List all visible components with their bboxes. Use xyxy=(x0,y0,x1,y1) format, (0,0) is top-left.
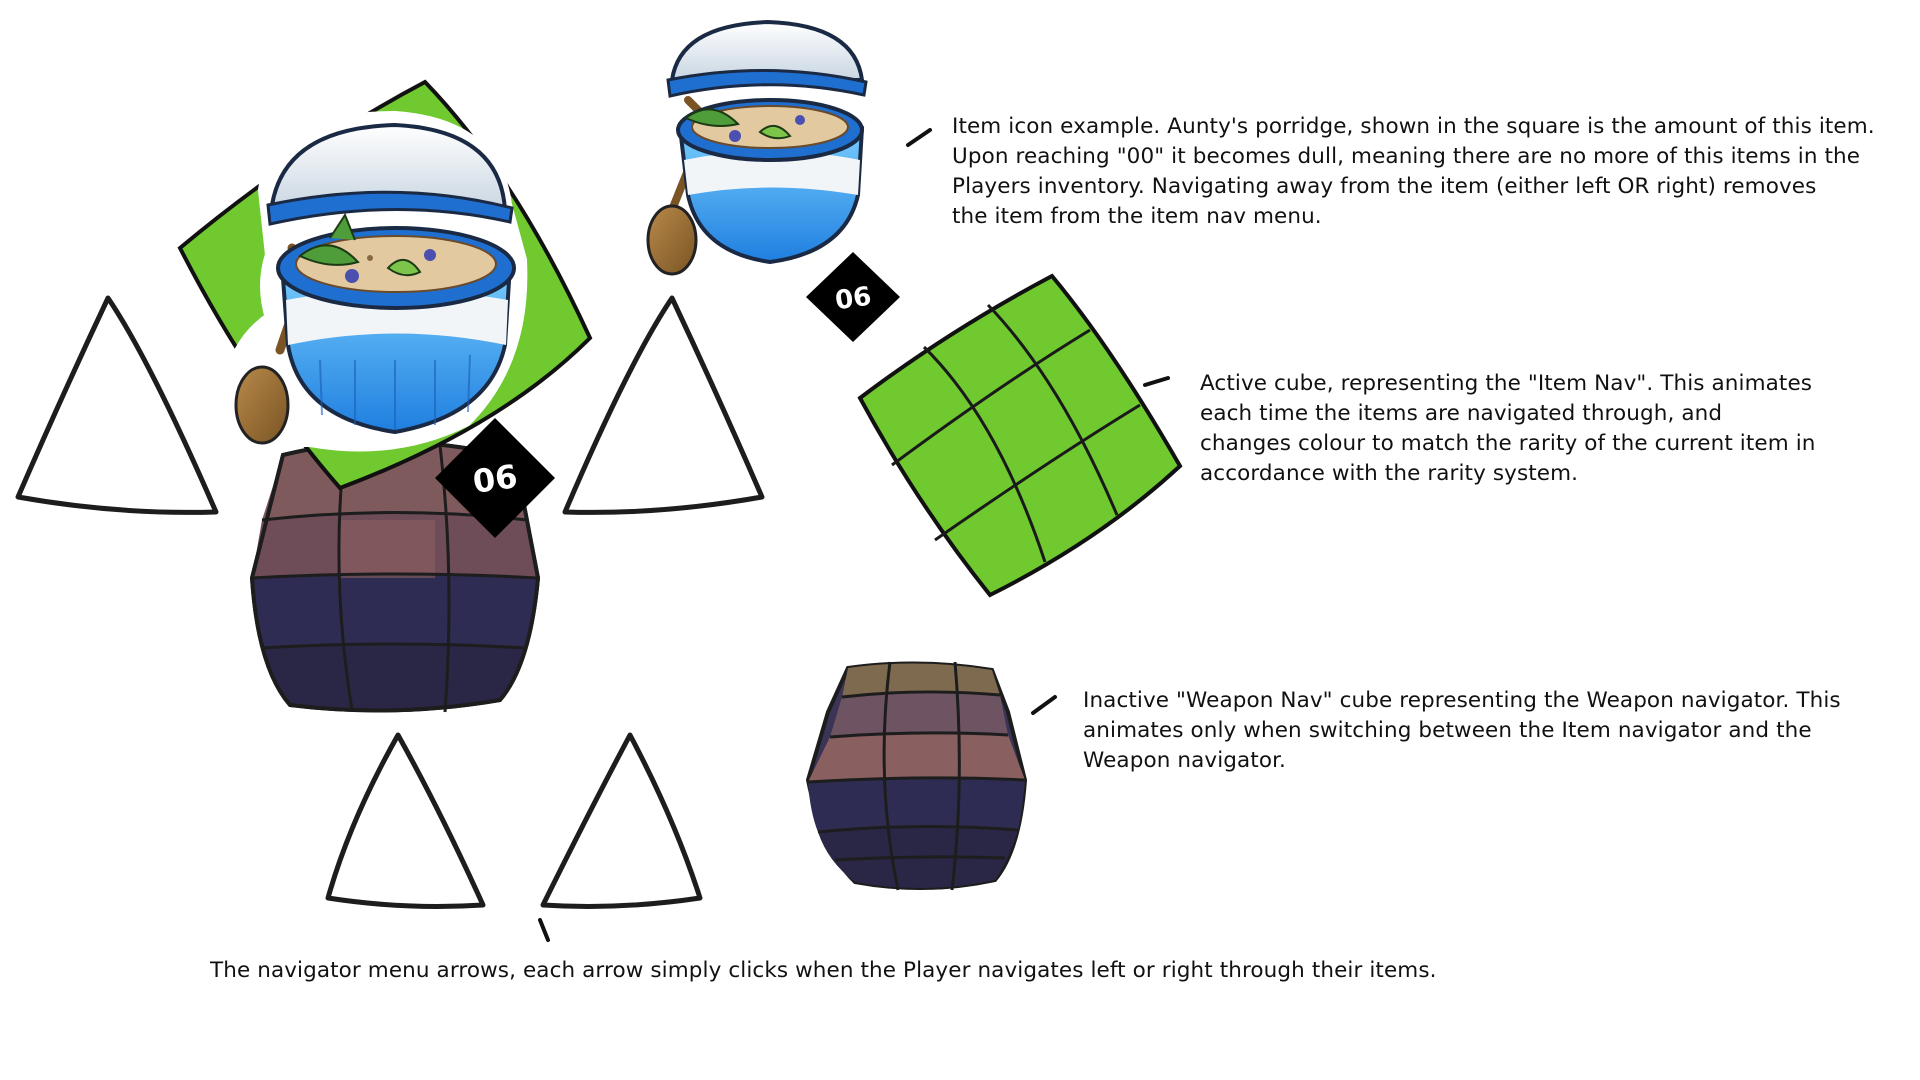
main-nav-arrow-left[interactable] xyxy=(15,295,219,515)
active-cube-annotation-line-3: changes colour to match the rarity of th… xyxy=(1200,431,1816,456)
item-icon-annotation-line-3: Players inventory. Navigating away from … xyxy=(952,174,1817,199)
active-item-nav-cube xyxy=(857,273,1183,598)
nav-arrow-left[interactable] xyxy=(325,732,486,909)
inactive-cube-annotation-line-1: Inactive "Weapon Nav" cube representing … xyxy=(1083,688,1841,713)
inactive-weapon-nav-cube xyxy=(805,661,1028,891)
main-item-count-badge: 06 xyxy=(435,418,555,538)
active-cube-annotation: Active cube, representing the "Item Nav"… xyxy=(1200,369,1816,489)
nav-arrows-annotation-line-1: The navigator menu arrows, each arrow si… xyxy=(210,958,1437,983)
annotation-leader-lines xyxy=(538,128,1170,942)
item-icon-example-count-badge: 06 xyxy=(806,252,900,342)
nav-arrow-right[interactable] xyxy=(540,732,703,909)
main-item-count-text: 06 xyxy=(470,457,519,501)
item-icon-annotation: Item icon example. Aunty's porridge, sho… xyxy=(952,112,1875,232)
inactive-cube-annotation-line-2: animates only when switching between the… xyxy=(1083,718,1812,743)
item-icon-annotation-line-1: Item icon example. Aunty's porridge, sho… xyxy=(952,114,1875,139)
active-cube-annotation-line-1: Active cube, representing the "Item Nav"… xyxy=(1200,371,1813,396)
main-item-icon-porridge xyxy=(221,111,528,452)
item-icon-annotation-line-4: the item from the item nav menu. xyxy=(952,204,1322,229)
inactive-cube-annotation: Inactive "Weapon Nav" cube representing … xyxy=(1083,686,1841,776)
item-icon-example-porridge xyxy=(646,19,868,276)
item-icon-example-count-text: 06 xyxy=(833,282,873,317)
inactive-cube-annotation-line-3: Weapon navigator. xyxy=(1083,748,1286,773)
active-cube-annotation-line-4: accordance with the rarity system. xyxy=(1200,461,1579,486)
nav-arrows-annotation: The navigator menu arrows, each arrow si… xyxy=(210,956,1437,986)
active-cube-annotation-line-2: each time the items are navigated throug… xyxy=(1200,401,1723,426)
main-nav-arrow-right[interactable] xyxy=(562,295,765,515)
item-icon-annotation-line-2: Upon reaching "00" it becomes dull, mean… xyxy=(952,144,1861,169)
